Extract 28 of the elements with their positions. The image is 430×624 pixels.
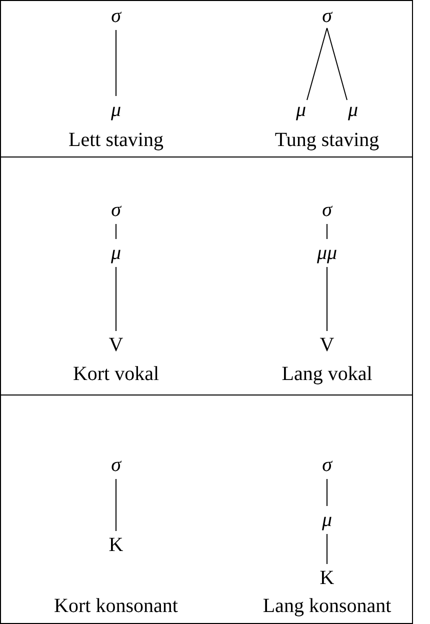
cell-caption: Kort konsonant [54,595,178,617]
tree-node-letter: K [101,533,131,557]
tree-branch-line [326,266,328,332]
cell-caption: Lang konsonant [262,595,392,617]
tree-node-letter: V [101,333,131,357]
tree-node-symbol: σ [312,453,342,477]
tree-node-symbol: μ [101,98,131,122]
tree-node-symbol: μ [312,508,342,532]
tree-node-symbol: μ [288,98,314,122]
tree-node-symbol: μ [340,98,366,122]
cell-caption: Lett staving [68,129,164,151]
tree-branch-line [326,28,348,100]
tree-node-symbol: μμ [307,241,347,265]
cell-caption: Tung staving [274,129,380,151]
tree-branch-line [326,478,328,506]
cell-caption: Kort vokal [72,363,160,385]
tree-node-symbol: σ [101,198,131,222]
tree-branch-line [326,534,328,564]
tree-branch-line [326,224,328,240]
tree-node-symbol: μ [101,241,131,265]
tree-node-symbol: σ [101,453,131,477]
tree-node-symbol: σ [312,4,342,28]
tree-node-symbol: σ [312,198,342,222]
tree-node-symbol: σ [101,4,131,28]
tree-branch-line [306,28,328,100]
cell-caption: Lang vokal [282,363,372,385]
tree-node-letter: K [312,566,342,590]
tree-node-letter: V [312,333,342,357]
